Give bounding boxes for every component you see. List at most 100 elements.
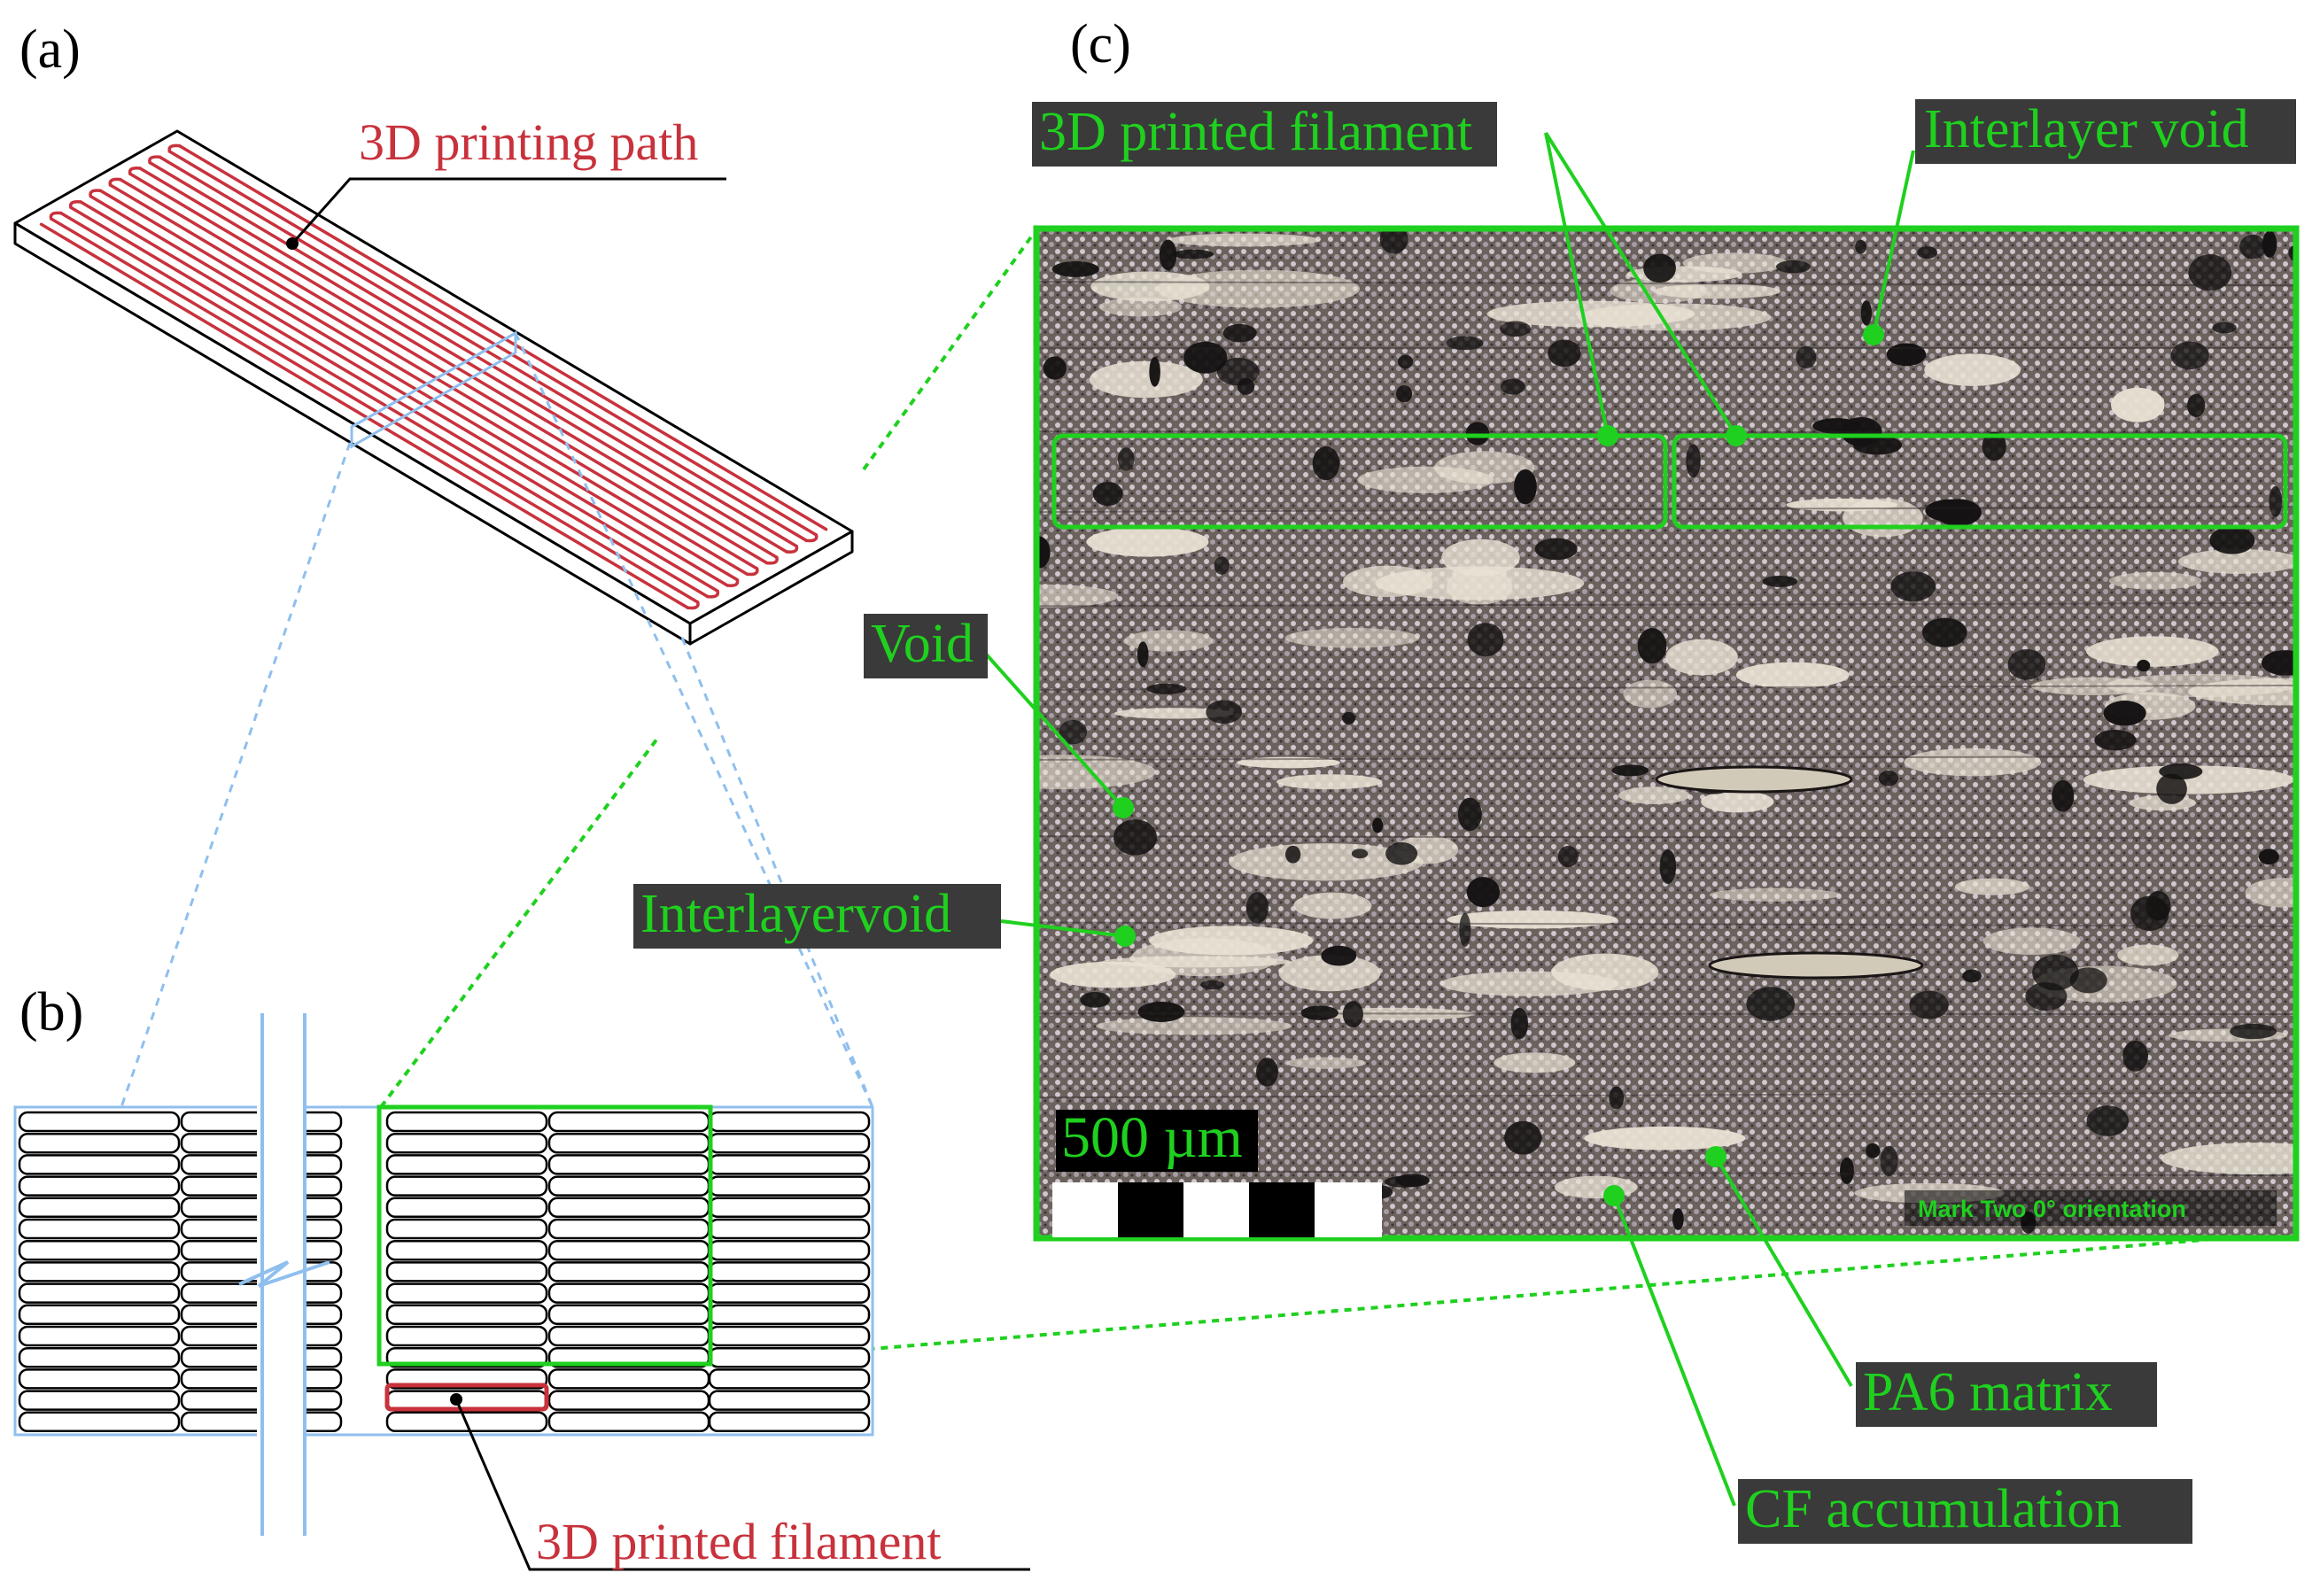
scale-bar: 500 µm: [1052, 1105, 1382, 1237]
filament-cell: [547, 1390, 710, 1411]
filament-cell: [708, 1218, 871, 1240]
filament-cell: [385, 1197, 548, 1219]
filament-cell: [18, 1132, 181, 1154]
filament-cell: [708, 1175, 871, 1197]
filament-cell: [708, 1304, 871, 1326]
filament-cell: [547, 1218, 710, 1240]
filament-cell: [547, 1111, 710, 1133]
filament-cell: [708, 1411, 871, 1433]
path-segment: [148, 160, 798, 548]
filament-cell: [18, 1197, 181, 1219]
highlighted-filament: [384, 1383, 549, 1412]
filament-cell: [385, 1154, 548, 1175]
filament-cell: [385, 1304, 548, 1326]
path-turn: [89, 189, 103, 198]
interlayer-void-left-label: Interlayervoid: [640, 884, 951, 944]
filament-cell: [708, 1282, 871, 1304]
filament-cell: [18, 1175, 181, 1197]
callout-dots: [1113, 324, 1884, 1206]
filament-cell: [385, 1132, 548, 1154]
filament-cell: [708, 1132, 871, 1154]
filament-cell: [18, 1154, 181, 1175]
printing-path-label: 3D printing path: [359, 113, 698, 171]
path-segment: [108, 183, 759, 570]
callout-leaders: [982, 131, 1915, 1507]
filament-cell: [547, 1325, 710, 1347]
filament-cell: [18, 1368, 181, 1390]
path-segment: [59, 211, 710, 599]
filament-cell: [18, 1261, 181, 1282]
path-segment: [128, 172, 779, 560]
path-segment: [79, 200, 729, 587]
filament-cell: [18, 1304, 181, 1326]
filament-cell: [547, 1197, 710, 1219]
path-turn: [49, 211, 63, 221]
section-outline: [350, 330, 517, 449]
path-turn: [148, 155, 162, 165]
filament-cell: [708, 1154, 871, 1175]
filament-cell: [547, 1154, 710, 1175]
filament-cell: [385, 1261, 548, 1282]
callout-printed-filament: 3D printed filament: [1032, 102, 1497, 167]
scale-bar-label: 500 µm: [1061, 1105, 1243, 1170]
path-segment: [89, 194, 740, 582]
filament-cell: [18, 1111, 181, 1133]
printing-path-pointer: [286, 177, 726, 250]
filament-cell: [547, 1239, 710, 1261]
filament-cell: [708, 1197, 871, 1219]
filament-grid: [18, 1111, 871, 1433]
path-segment: [138, 167, 788, 554]
path-segment: [118, 177, 769, 565]
filament-cell: [18, 1239, 181, 1261]
callout-void: Void: [864, 614, 988, 678]
path-segment: [49, 217, 700, 604]
pa6-matrix-label: PA6 matrix: [1863, 1362, 2113, 1422]
path-turn: [128, 166, 142, 176]
filament-cell: [708, 1325, 871, 1347]
callout-pa6-matrix: PA6 matrix: [1856, 1362, 2157, 1427]
void-label: Void: [871, 614, 974, 674]
filament-cell: [385, 1111, 548, 1133]
filament-cell: [385, 1390, 548, 1411]
micrograph-image: [1036, 229, 2296, 1238]
path-turn: [108, 177, 122, 187]
printed-filament-label-b: 3D printed filament: [536, 1513, 941, 1570]
filament-cell: [547, 1411, 710, 1433]
filament-cell: [547, 1304, 710, 1326]
filament-cell: [18, 1346, 181, 1368]
filament-cell: [385, 1218, 548, 1240]
path-turn: [167, 143, 182, 153]
path-segment: [39, 222, 690, 610]
filament-cell: [708, 1111, 871, 1133]
path-segment: [69, 205, 719, 593]
panel-c-label: (c): [1070, 14, 1131, 74]
micrograph-frame: [1033, 225, 2300, 1242]
filament-cell: [18, 1411, 181, 1433]
callout-interlayer-void-top: Interlayer void: [1915, 99, 2296, 164]
filament-cell: [385, 1325, 548, 1347]
panel-c: (c) 500 µm Mark Two 0° orientation: [633, 14, 2300, 1544]
filament-cell: [708, 1368, 871, 1390]
filament-cell: [18, 1390, 181, 1411]
interlayer-void-top-label: Interlayer void: [1924, 99, 2249, 159]
path-segment: [167, 150, 819, 537]
filament-cell: [547, 1368, 710, 1390]
filament-cell: [708, 1261, 871, 1282]
filament-pointer: [450, 1393, 1030, 1571]
cf-accumulation-label: CF accumulation: [1745, 1479, 2122, 1539]
slab-side-face: [688, 530, 854, 646]
filament-cell: [18, 1325, 181, 1347]
callout-cf-accumulation: CF accumulation: [1738, 1479, 2192, 1544]
filament-cell: [547, 1282, 710, 1304]
zoom-region-box: [376, 1104, 713, 1367]
filament-cell: [385, 1175, 548, 1197]
path-segment: [177, 143, 828, 531]
path-segment: [98, 189, 749, 577]
path-turn: [68, 199, 82, 210]
printed-filament-label-c: 3D printed filament: [1039, 102, 1472, 162]
panel-b-label: (b): [19, 982, 83, 1042]
filament-cell: [385, 1239, 548, 1261]
filament-cell: [547, 1132, 710, 1154]
panel-a: (a) 3D printing path: [13, 19, 854, 646]
